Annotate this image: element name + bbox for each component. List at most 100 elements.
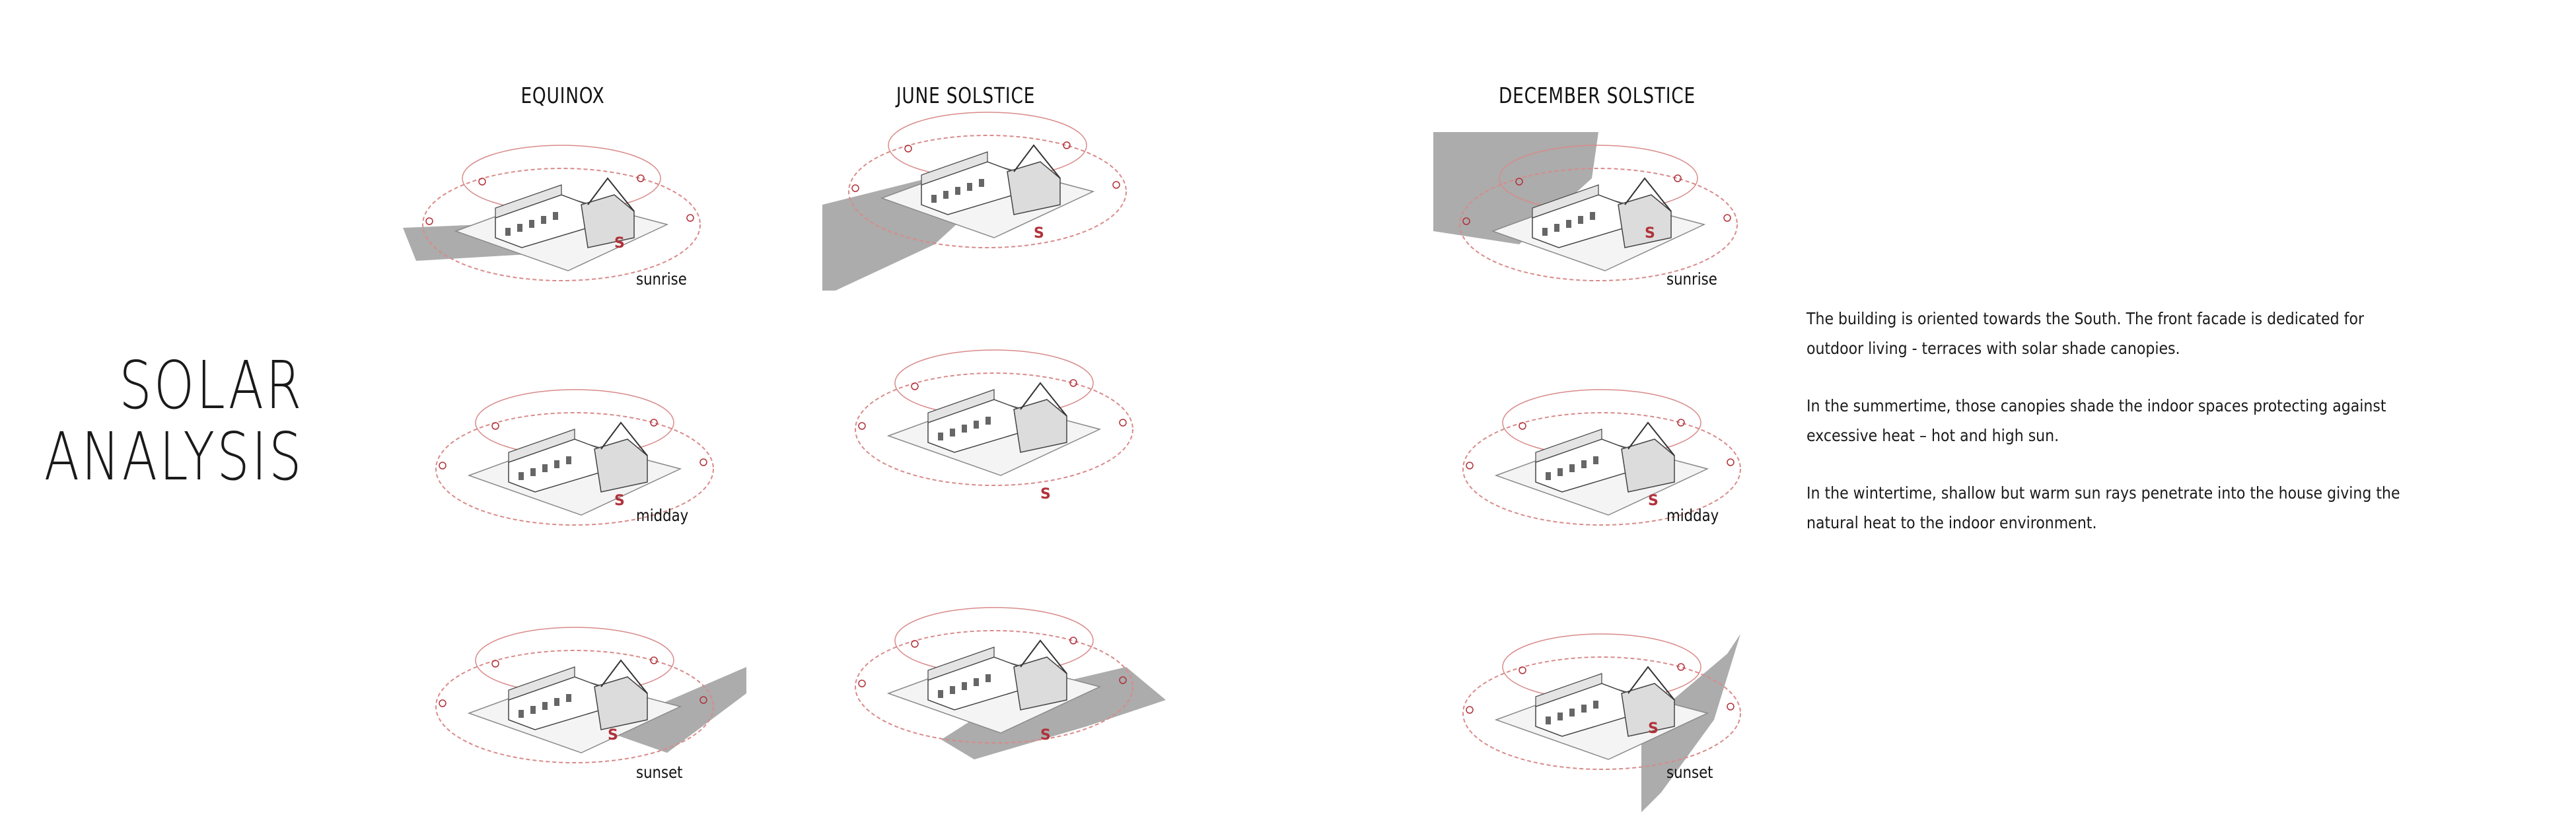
sun-position-marker: [491, 660, 499, 668]
window: [931, 195, 937, 203]
building-gable-wing: [1621, 683, 1675, 737]
building-gable-wing: [1621, 438, 1675, 493]
window: [943, 191, 948, 199]
cast-shadow: [1433, 132, 1598, 244]
sun-path-orbit: [435, 650, 714, 763]
column-heading-june-solstice: JUNE SOLSTICE: [896, 83, 1036, 108]
window: [979, 179, 984, 187]
sun-position-marker: [911, 640, 919, 648]
sun-position-marker: [1069, 637, 1077, 645]
window: [519, 472, 524, 480]
window: [566, 694, 571, 702]
label-december-sunset: sunset: [1666, 763, 1713, 782]
sun-position-marker: [425, 217, 433, 225]
sun-position-marker: [1519, 422, 1526, 430]
window: [1566, 220, 1571, 228]
diagram-december-midday: S: [1430, 350, 1773, 575]
description-paragraph-3: In the wintertime, shallow but warm sun …: [1807, 483, 2400, 532]
window: [519, 710, 524, 718]
south-compass-letter: S: [614, 493, 625, 509]
sun-position-marker: [686, 214, 694, 222]
building-gable-wing: [1618, 194, 1672, 248]
building-gable-wing: [581, 194, 635, 248]
window: [1546, 472, 1551, 480]
window: [554, 460, 559, 468]
sun-position-marker: [904, 145, 912, 153]
window: [938, 690, 943, 698]
sun-path-orbit: [422, 168, 701, 281]
window: [554, 698, 559, 706]
sun-position-marker: [478, 178, 486, 186]
south-compass-letter: S: [1648, 493, 1659, 509]
window: [1581, 460, 1587, 468]
building-roof: [1535, 429, 1602, 463]
title-line-1: SOLAR: [119, 347, 304, 424]
window: [985, 674, 991, 682]
solar-diagram-svg: S: [855, 607, 1166, 759]
building-roof: [1532, 184, 1599, 219]
building-roof: [495, 184, 562, 219]
sun-position-marker: [911, 382, 919, 390]
gable-roof-line: [1013, 144, 1061, 179]
south-compass-letter: S: [608, 727, 618, 744]
window: [530, 706, 536, 714]
building-roof: [927, 389, 995, 423]
building-roof: [508, 666, 575, 701]
label-equinox-sunrise: sunrise: [636, 269, 687, 289]
window: [1593, 456, 1598, 464]
window: [974, 678, 979, 686]
sun-position-marker: [1677, 419, 1685, 427]
window: [962, 425, 967, 433]
window: [962, 682, 967, 690]
solar-diagram-svg: S: [1433, 132, 1738, 281]
window: [950, 429, 955, 436]
solar-diagram-svg: S: [1462, 633, 1741, 812]
sun-path-orbit: [855, 372, 1133, 486]
sun-position-marker: [650, 419, 658, 427]
diagram-june-midday: S: [822, 310, 1166, 535]
window: [553, 212, 558, 220]
diagram-june-sunrise: S: [816, 73, 1159, 297]
window: [1557, 713, 1563, 720]
column-heading-december-solstice: DECEMBER SOLSTICE: [1498, 83, 1696, 108]
cast-shadow: [941, 667, 1166, 759]
window: [505, 228, 511, 236]
sun-position-marker: [1723, 214, 1731, 222]
gable-roof-line: [587, 177, 635, 212]
sun-position-marker: [1466, 706, 1474, 714]
sun-position-marker: [439, 462, 447, 470]
sun-path-orbit: [848, 135, 1127, 248]
window: [1546, 716, 1551, 724]
sun-position-marker: [1112, 181, 1120, 189]
gable-roof-line: [1624, 177, 1672, 212]
south-compass-letter: S: [1040, 727, 1051, 744]
diagram-equinox-midday: S: [403, 350, 746, 575]
diagram-december-sunrise: S: [1427, 106, 1770, 330]
window: [1581, 705, 1587, 713]
diagram-equinox-sunset: S: [403, 588, 746, 812]
sun-position-marker: [1515, 178, 1523, 186]
window: [530, 468, 536, 476]
gable-roof-line: [1020, 639, 1067, 674]
building-gable-wing: [1007, 161, 1061, 215]
label-equinox-midday: midday: [636, 506, 689, 525]
solar-diagram-svg: S: [435, 627, 746, 763]
sun-path-orbit: [1462, 656, 1741, 770]
building-gable-wing: [594, 438, 648, 493]
building-gable-wing: [594, 676, 648, 730]
sun-position-marker: [1674, 174, 1682, 182]
window: [1593, 701, 1598, 709]
window: [938, 433, 943, 440]
sun-path-orbit: [435, 412, 714, 526]
label-december-sunrise: sunrise: [1666, 269, 1717, 289]
label-equinox-sunset: sunset: [636, 763, 683, 782]
sun-position-marker: [1119, 419, 1127, 427]
sun-position-marker: [858, 422, 866, 430]
window: [1542, 228, 1548, 236]
window: [967, 183, 972, 191]
label-december-midday: midday: [1666, 506, 1719, 525]
page-title: SOLAR ANALYSIS: [44, 350, 304, 493]
gable-roof-line: [1020, 382, 1067, 417]
building-roof: [927, 646, 995, 681]
building-roof: [921, 151, 988, 186]
